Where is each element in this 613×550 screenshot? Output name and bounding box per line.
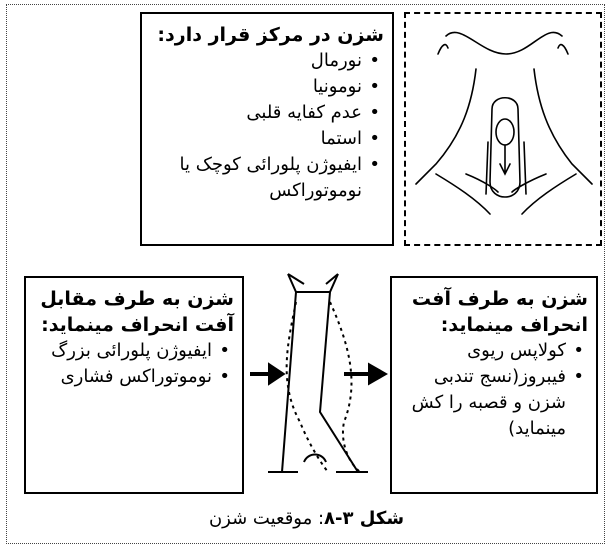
list-item: ایفیوژن پلورائی بزرگ: [32, 338, 212, 364]
figure-caption: شکل ۳-۸: موقعیت شزن: [0, 508, 613, 529]
ipsilateral-deviation-box: شزن به طرف آفت انحراف مینماید: کولاپس ری…: [390, 276, 598, 494]
trachea-palpation-illustration: [404, 12, 602, 246]
ear-right: [558, 45, 568, 54]
clavicle-left: [466, 174, 498, 192]
trachea-deviation-diagram: [248, 262, 388, 492]
neck-right: [534, 69, 592, 184]
arrow-right-head: [370, 366, 384, 382]
left-box-list: ایفیوژن پلورائی بزرگ نوموتوراکس فشاری: [32, 338, 234, 390]
down-arrow: [500, 145, 510, 174]
list-item: عدم کفایه قلبی: [148, 100, 362, 126]
deviated-outline-right: [330, 302, 360, 472]
jaw-line: [446, 32, 562, 54]
caption-label: شکل ۳-۸: [324, 508, 404, 529]
list-item: نوموتوراکس فشاری: [32, 364, 212, 390]
center-box-list: نورمال نومونیا عدم کفایه قلبی استما ایفی…: [148, 48, 384, 204]
caption-text: : موقعیت شزن: [209, 508, 324, 529]
right-box-list: کولاپس ریوی فیبروز(نسج تندبی شزن و قصبه …: [398, 338, 588, 442]
list-item: نومونیا: [148, 74, 362, 100]
list-item: نورمال: [148, 48, 362, 74]
arrow-left-head: [270, 366, 282, 382]
list-item: فیبروز(نسج تندبی شزن و قصبه را کش مینمای…: [398, 364, 566, 442]
list-item: ایفیوژن پلورائی کوچک یا نوموتوراکس: [148, 152, 362, 204]
contralateral-deviation-box: شزن به طرف مقابل آفت انحراف مینماید: ایف…: [24, 276, 244, 494]
neck-palpation-drawing: [406, 14, 600, 244]
list-item: کولاپس ریوی: [398, 338, 566, 364]
trachea-ring: [496, 119, 514, 145]
right-box-title: شزن به طرف آفت انحراف مینماید:: [398, 286, 588, 338]
clavicle-right: [512, 174, 546, 192]
left-box-title: شزن به طرف مقابل آفت انحراف مینماید:: [32, 286, 234, 338]
center-trachea-box: شزن در مرکز قرار دارد: نورمال نومونیا عد…: [140, 12, 394, 246]
neck-left: [416, 69, 476, 184]
center-box-title: شزن در مرکز قرار دارد:: [148, 22, 384, 48]
list-item: استما: [148, 126, 362, 152]
ear-left: [438, 45, 448, 54]
